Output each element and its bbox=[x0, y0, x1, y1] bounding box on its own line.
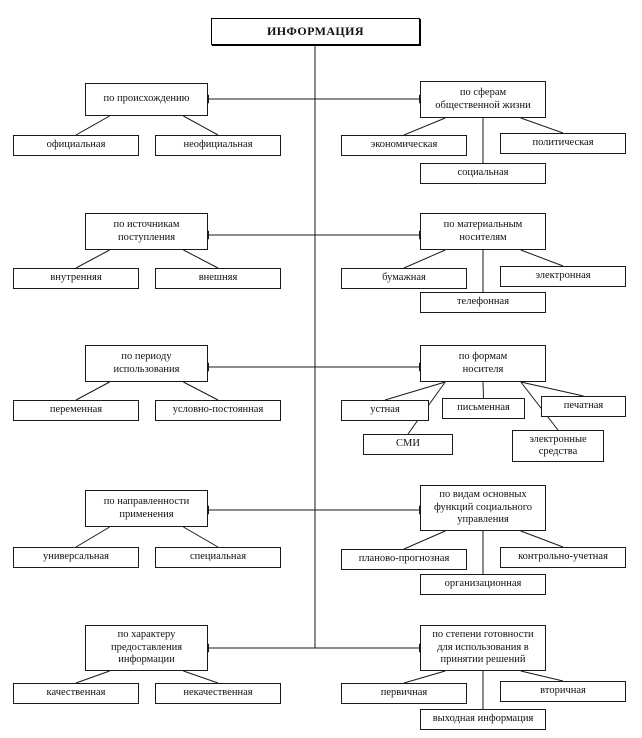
leaf-node-экономическая: экономическая bbox=[341, 135, 467, 156]
node-label: переменная bbox=[49, 404, 103, 416]
node-label: вторичная bbox=[540, 685, 586, 697]
node-label: СМИ bbox=[396, 438, 420, 450]
leaf-node-телефонная: телефонная bbox=[420, 292, 546, 313]
node-label: по происхождению bbox=[103, 93, 190, 105]
leaf-node-специальная: специальная bbox=[155, 547, 281, 568]
node-label: бумажная bbox=[382, 272, 426, 284]
leaf-node-условно-постоянная: условно-постоянная bbox=[155, 400, 281, 421]
node-label: внешняя bbox=[198, 272, 238, 284]
leaf-node-политическая: политическая bbox=[500, 133, 626, 154]
node-label: социальная bbox=[457, 167, 509, 179]
leaf-node-некачественная: некачественная bbox=[155, 683, 281, 704]
node-label: устная bbox=[370, 404, 400, 416]
node-label: телефонная bbox=[456, 296, 510, 308]
leaf-node-сми: СМИ bbox=[363, 434, 453, 455]
leaf-node-внутренняя: внутренняя bbox=[13, 268, 139, 289]
leaf-node-письменная: письменная bbox=[442, 398, 525, 419]
leaf-node-универсальная: универсальная bbox=[13, 547, 139, 568]
leaf-node-организационная: организационная bbox=[420, 574, 546, 595]
node-label: специальная bbox=[189, 551, 247, 563]
leaf-node-печатная: печатная bbox=[541, 396, 626, 417]
leaf-node-выходная-информация: выходная информация bbox=[420, 709, 546, 730]
node-label: качественная bbox=[46, 687, 106, 699]
root-node-information: ИНФОРМАЦИЯ bbox=[211, 18, 420, 45]
node-label: неофициальная bbox=[183, 139, 253, 151]
node-label: печатная bbox=[563, 400, 604, 412]
leaf-node-устная: устная bbox=[341, 400, 429, 421]
node-label: условно-постоянная bbox=[172, 404, 264, 416]
leaf-node-качественная: качественная bbox=[13, 683, 139, 704]
node-label: организационная bbox=[444, 578, 522, 590]
node-label: некачественная bbox=[183, 687, 253, 699]
node-label: контрольно-учетная bbox=[518, 551, 608, 563]
leaf-node-переменная: переменная bbox=[13, 400, 139, 421]
node-label: письменная bbox=[457, 402, 510, 414]
leaf-node-первичная: первичная bbox=[341, 683, 467, 704]
leaf-node-официальная: официальная bbox=[13, 135, 139, 156]
node-label: планово-прогнозная bbox=[358, 553, 450, 565]
leaf-node-планово-прогнозная: планово-прогнозная bbox=[341, 549, 467, 570]
node-label: электронная bbox=[535, 270, 591, 282]
leaf-node-электронная: электронная bbox=[500, 266, 626, 287]
node-label: официальная bbox=[46, 139, 106, 151]
node-label: внутренняя bbox=[50, 272, 102, 284]
node-label: выходная информация bbox=[432, 713, 534, 725]
parent-node-по-происхождению: по происхождению bbox=[85, 83, 208, 116]
node-label: ИНФОРМАЦИЯ bbox=[267, 24, 364, 39]
leaf-node-неофициальная: неофициальная bbox=[155, 135, 281, 156]
node-label: политическая bbox=[532, 137, 594, 149]
node-label: экономическая bbox=[370, 139, 438, 151]
leaf-node-социальная: социальная bbox=[420, 163, 546, 184]
node-label: универсальная bbox=[43, 551, 109, 563]
leaf-node-контрольно-учетная: контрольно-учетная bbox=[500, 547, 626, 568]
node-label: первичная bbox=[380, 687, 428, 699]
leaf-node-вторичная: вторичная bbox=[500, 681, 626, 702]
leaf-node-внешняя: внешняя bbox=[155, 268, 281, 289]
leaf-node-бумажная: бумажная bbox=[341, 268, 467, 289]
